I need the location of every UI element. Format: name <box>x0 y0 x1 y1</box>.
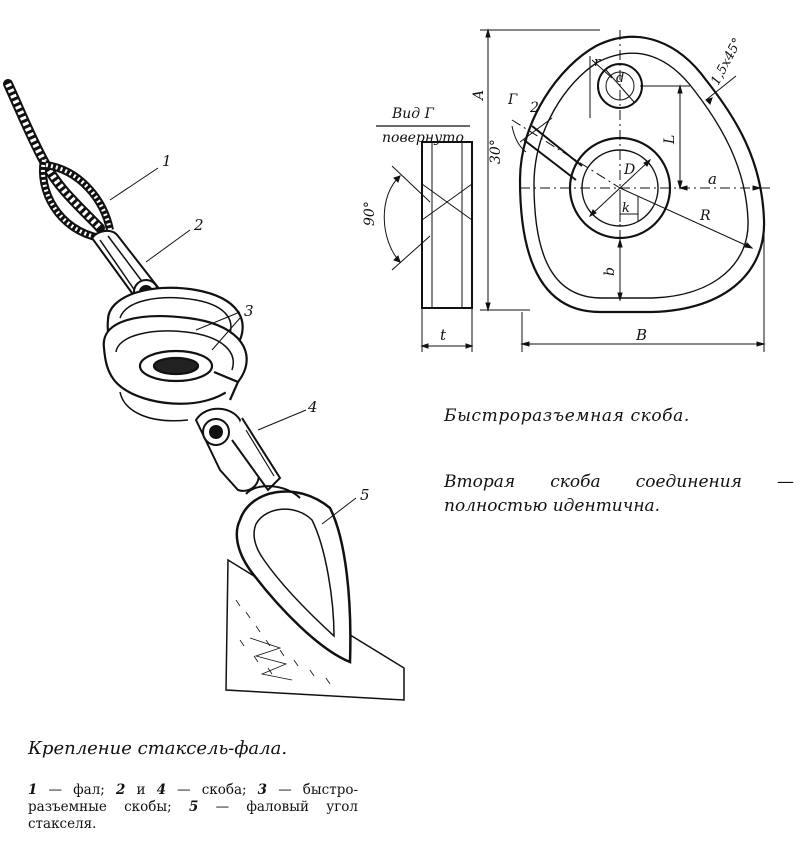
sail-head-thimble-5 <box>225 485 405 701</box>
callout-2: 2 <box>193 216 204 234</box>
dim-d-label: d <box>616 71 624 86</box>
view-label-bottom: повернуто <box>382 130 464 146</box>
dim-a-label: a <box>708 170 717 188</box>
legend-num-2: 2 <box>115 782 126 798</box>
dim-D-label: D <box>623 162 635 178</box>
dim-L-label: L <box>662 135 678 145</box>
dim-t-label: t <box>440 326 447 344</box>
legend-num-3: 3 <box>257 782 268 798</box>
angle-30-label: 30° <box>488 139 504 164</box>
dim-b-label: b <box>602 267 618 276</box>
dim-A-label: A <box>471 90 487 102</box>
shackle-note: Вторая скоба соединения — полностью иден… <box>444 472 794 516</box>
callout-1: 1 <box>162 152 172 170</box>
dim-k-label: k <box>622 201 630 216</box>
dim-B-label: B <box>635 326 647 344</box>
dim-r-label: r <box>594 55 601 70</box>
section-mark-label: Г <box>507 92 518 108</box>
callout-3: 3 <box>244 302 254 320</box>
chamfer-label: 1,5x45° <box>708 36 745 88</box>
angle-90-label: 90° <box>362 201 378 226</box>
legend-text-5: — фаловый угол стакселя. <box>28 799 359 832</box>
legend-text-3: — быстро-разъемные скобы; <box>28 782 359 815</box>
callout-leaders <box>109 167 357 525</box>
figure-caption: Крепление стаксель-фала. <box>28 738 288 759</box>
part-2-label: 2 <box>529 100 539 116</box>
legend-text-2-4: — скоба; <box>177 782 247 798</box>
legend-and: и <box>136 782 146 798</box>
legend-num-1: 1 <box>28 782 38 798</box>
side-view <box>376 125 474 352</box>
halyard-rope <box>3 79 114 242</box>
shackle-plate <box>511 30 770 314</box>
dim-R-label: R <box>699 208 711 224</box>
shackle-4 <box>194 407 282 492</box>
callout-4: 4 <box>307 398 318 416</box>
legend-num-4: 4 <box>156 782 166 798</box>
shackle-caption: Быстроразъемная скоба. <box>444 406 690 426</box>
figure-legend: 1 — фал; 2 и 4 — скоба; 3 — быстро-разъе… <box>28 782 358 833</box>
view-label-top: Вид Г <box>391 106 435 122</box>
legend-num-5: 5 <box>188 799 199 815</box>
legend-text-1: — фал; <box>48 782 105 798</box>
callout-5: 5 <box>360 486 370 504</box>
quick-release-shackles-3 <box>102 286 248 422</box>
